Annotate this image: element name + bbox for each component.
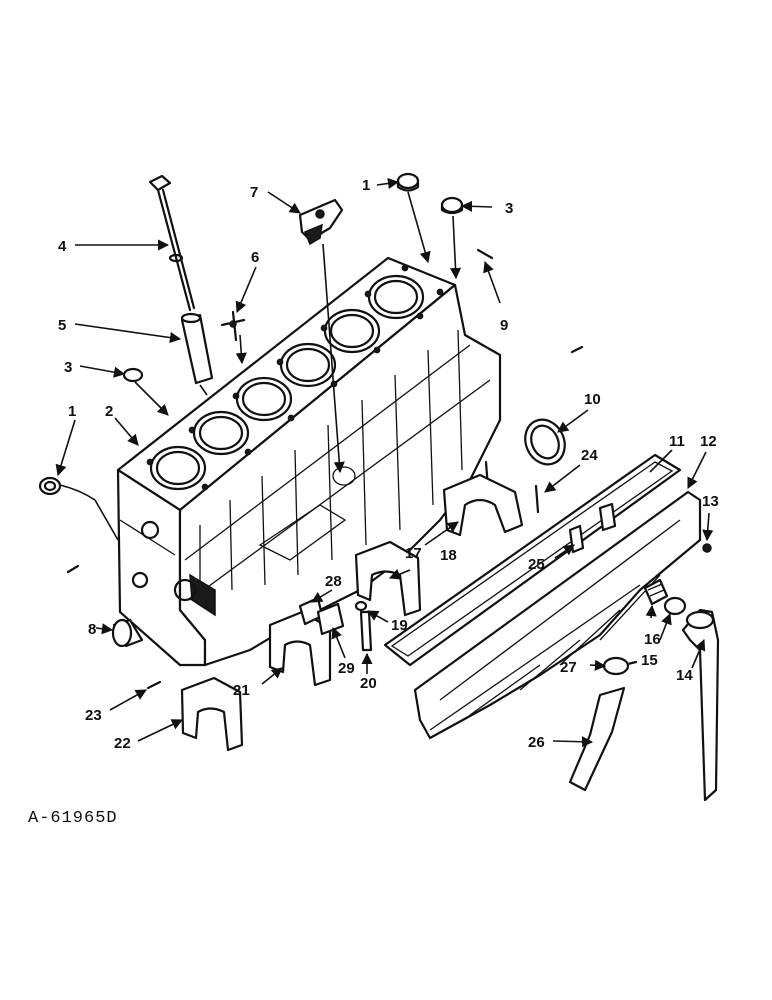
expansion-plug-front (38, 476, 62, 496)
callout-26: 26 (528, 734, 545, 751)
callout-3: 3 (505, 200, 513, 217)
callout-4: 4 (58, 238, 67, 255)
bearing-cap-21 (268, 610, 332, 687)
callout-24: 24 (581, 447, 598, 464)
water-outlet-elbow (298, 198, 344, 246)
oil-screen (643, 578, 669, 606)
gauge-tube (180, 312, 214, 385)
callout-11: 11 (669, 433, 685, 450)
leader-lines (55, 177, 714, 748)
head-bolt-holes (146, 264, 444, 491)
cylinder-bores (149, 274, 425, 491)
small-pin (570, 345, 584, 354)
callout-14: 14 (676, 667, 693, 684)
drain-fitting (220, 310, 246, 342)
callout-2: 2 (105, 403, 113, 420)
front-pin (66, 564, 80, 574)
cylinder-block (116, 256, 502, 667)
callout-5: 5 (58, 317, 66, 334)
expansion-plug-left (122, 367, 144, 383)
cap-bolt (359, 610, 373, 652)
oil-level-gauge (148, 174, 196, 312)
lock-washer (354, 600, 368, 612)
callout-25: 25 (528, 556, 545, 573)
oil-pan (413, 490, 702, 740)
callout-22: 22 (114, 735, 131, 752)
callout-27: 27 (560, 659, 577, 676)
callout-15: 15 (641, 652, 658, 669)
callout-1b: 1 (68, 403, 76, 420)
callout-23: 23 (85, 707, 102, 724)
callout-16: 16 (644, 631, 661, 648)
callout-13: 13 (702, 493, 719, 510)
bearing-cap-22 (180, 676, 244, 752)
callout-17: 17 (405, 545, 422, 562)
suction-tube (681, 608, 720, 802)
callout-29: 29 (338, 660, 355, 677)
dowel-pin (476, 248, 494, 260)
oil-tube (568, 686, 626, 792)
callout-12: 12 (700, 433, 717, 450)
block-ribs (119, 329, 491, 601)
oil-pan-gasket (383, 453, 682, 667)
callout-28: 28 (325, 573, 342, 590)
callout-20: 20 (360, 675, 377, 692)
cap-pin (146, 680, 162, 690)
lock-plate-29 (316, 602, 345, 636)
tube-gasket (663, 596, 687, 616)
callout-labels: 1 7 3 4 6 5 9 3 2 1 10 11 12 24 13 17 18… (58, 177, 719, 752)
drain-plug (702, 543, 712, 553)
callout-21: 21 (233, 682, 250, 699)
rear-seal (524, 418, 566, 466)
callout-10: 10 (584, 391, 601, 408)
callout-19: 19 (391, 617, 408, 634)
callout-18: 18 (440, 547, 457, 564)
expansion-plug-right (440, 196, 464, 215)
callout-9: 9 (500, 317, 508, 334)
hose-clamp (602, 656, 638, 676)
callout-1: 1 (362, 177, 370, 194)
callout-8: 8 (88, 621, 96, 638)
expansion-plug-top (396, 172, 420, 192)
bearing-cap-17 (442, 473, 524, 537)
callout-3b: 3 (64, 359, 72, 376)
callout-6: 6 (251, 249, 259, 266)
callout-7: 7 (250, 184, 258, 201)
figure-id: A-61965D (28, 809, 118, 828)
